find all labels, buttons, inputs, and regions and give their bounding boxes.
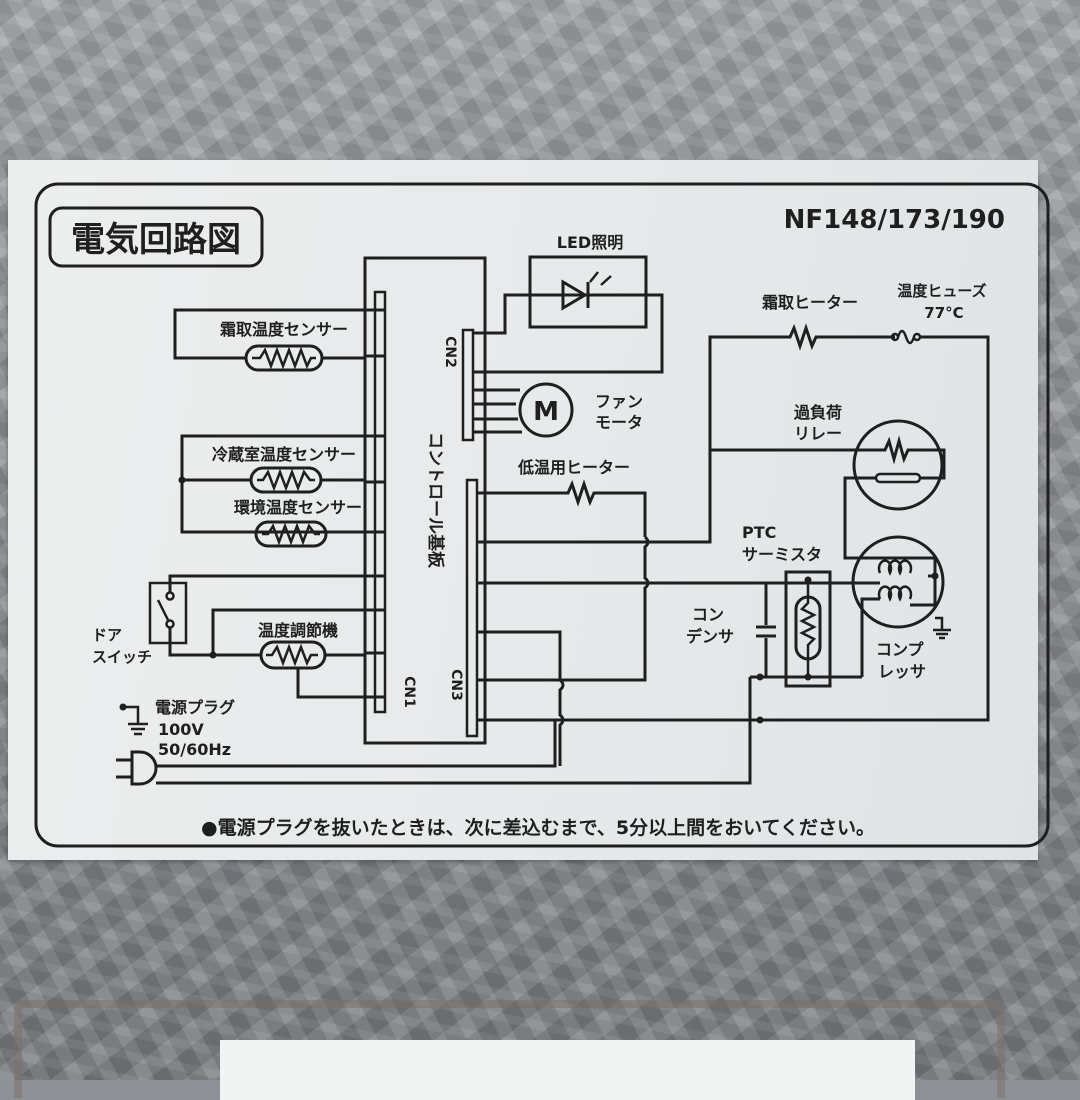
overload-relay-label-2: リレー (794, 424, 842, 443)
led-light: LED照明 (473, 233, 664, 374)
thermal-fuse: 温度ヒューズ 77°C (477, 282, 990, 722)
motor-symbol: M (533, 397, 559, 427)
overload-relay: 過負荷 リレー (735, 403, 946, 560)
defrost-sensor-label: 霜取温度センサー (219, 320, 348, 339)
voltage-label: 100V (158, 720, 204, 739)
diagram-title: 電気回路図 (71, 220, 241, 260)
overload-relay-label-1: 過負荷 (793, 403, 842, 422)
low-temp-heater-label: 低温用ヒーター (517, 458, 630, 477)
circuit-diagram-label (8, 160, 1038, 860)
led-label: LED照明 (557, 233, 623, 252)
fridge-sensor-label: 冷蔵室温度センサー (212, 445, 356, 464)
cn3-label: CN3 (448, 669, 464, 701)
panel-recess (14, 1000, 1005, 1098)
ambient-temp-sensor: 環境温度センサー (234, 498, 362, 548)
capacitor-label-2: デンサ (686, 627, 734, 646)
title-box (48, 206, 264, 268)
ptc-label-2: サーミスタ (742, 545, 822, 564)
model-number: NF148/173/190 (784, 205, 1005, 235)
ptc-label-1: PTC (742, 523, 776, 542)
capacitor: コン デンサ (686, 583, 776, 724)
thermostat-label: 温度調節機 (257, 621, 338, 640)
cn1-label: CN1 (401, 676, 417, 708)
defrost-temp-sensor: 霜取温度センサー (173, 308, 365, 372)
fridge-temp-sensor: 冷蔵室温度センサー (178, 434, 365, 534)
door-switch-label-1: ドア (92, 626, 122, 644)
door-switch-label-2: スイッチ (92, 648, 152, 666)
compressor-label-2: レッサ (878, 662, 926, 681)
capacitor-label-1: コン (692, 605, 724, 624)
power-plug: 電源プラグ 100V 50/60Hz (116, 677, 752, 786)
frequency-label: 50/60Hz (158, 740, 231, 759)
thermal-fuse-label: 温度ヒューズ (897, 282, 986, 300)
label-border (34, 182, 1050, 848)
thermal-fuse-rating: 77°C (924, 304, 963, 322)
cn2-label: CN2 (442, 336, 458, 368)
connector-cn1 (373, 290, 387, 714)
defrost-heater-label: 霜取ヒーター (761, 293, 858, 312)
compressor: コンプ レッサ (760, 535, 951, 681)
connector-cn3 (465, 478, 479, 738)
footer-note: ●電源プラグを抜いたときは、次に差込むまで、5分以上間をおいてください。 (201, 816, 875, 839)
low-temp-heater: 低温用ヒーター (477, 458, 650, 682)
power-plug-label: 電源プラグ (155, 698, 235, 717)
fan-motor-label-1: ファン (595, 392, 643, 411)
cn1-pins (365, 308, 385, 699)
control-board (363, 256, 487, 745)
defrost-heater: 霜取ヒーター (708, 293, 895, 542)
connector-cn2 (461, 328, 475, 442)
compressor-label-1: コンプ (876, 640, 925, 659)
ambient-sensor-label: 環境温度センサー (234, 498, 362, 517)
ptc-thermistor: PTC サーミスタ (742, 523, 862, 688)
fan-motor: M ファン モータ (473, 382, 643, 438)
door-switch: ドア スイッチ (92, 574, 365, 666)
thermostat: 温度調節機 (209, 608, 365, 699)
control-board-label: コントロール基板 (425, 432, 446, 569)
fan-motor-label-2: モータ (595, 413, 643, 432)
